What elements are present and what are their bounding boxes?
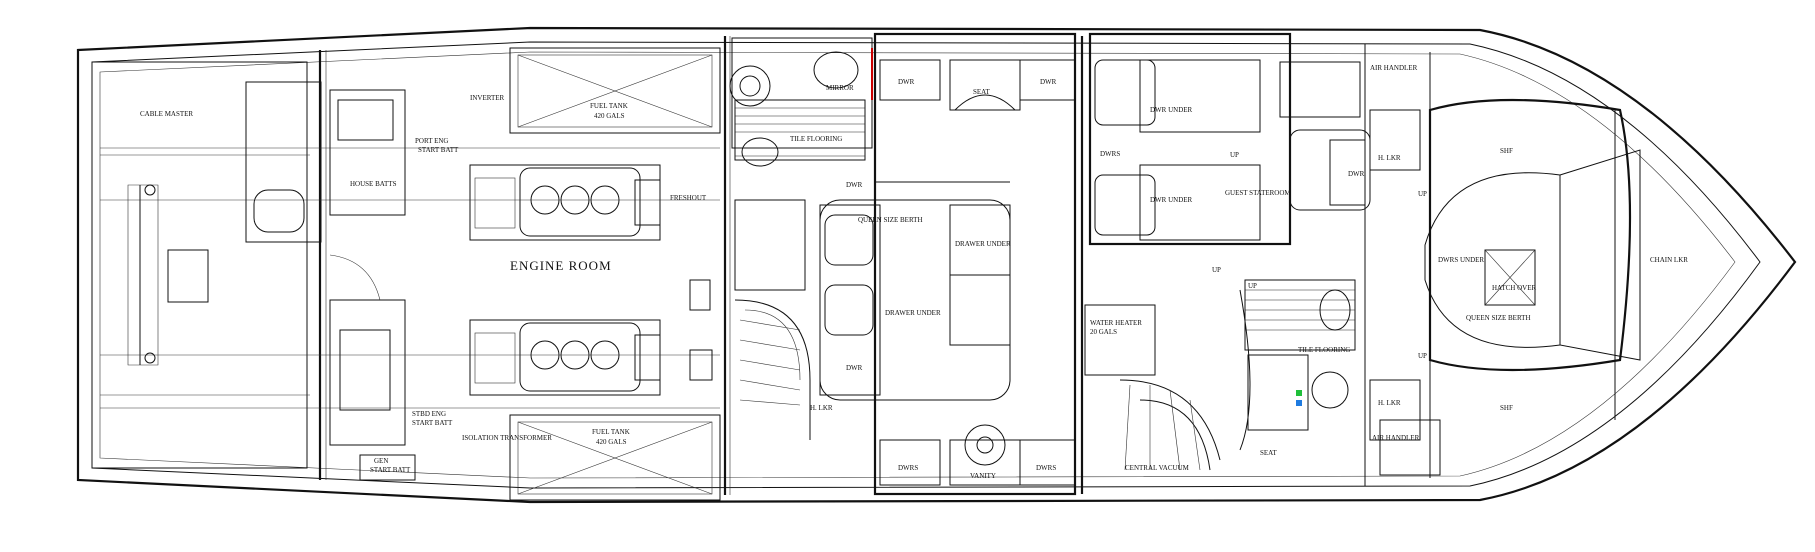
label-up-c: UP	[1248, 282, 1257, 290]
er-bulkhead	[689, 36, 731, 495]
label-dwrs-c: DWRS	[1100, 150, 1120, 158]
label-dwr-c: DWR	[846, 181, 863, 189]
water-heater-and-stairs	[1084, 289, 1251, 471]
label-fuel-tank-top: FUEL TANK	[590, 102, 628, 110]
engine-port	[469, 164, 661, 241]
label-hatch-over: HATCH OVER	[1492, 284, 1536, 292]
label-shf-bottom: SHF	[1500, 404, 1513, 412]
label-tile-flooring: TILE FLOORING	[790, 135, 842, 143]
bulkheads-fwd	[1080, 36, 1431, 494]
label-stbd-eng-start-2: START BATT	[412, 419, 453, 427]
label-water-heater: WATER HEATER	[1090, 319, 1142, 327]
label-dwrs-b: DWRS	[1036, 464, 1056, 472]
label-dwr-under-a: DWR UNDER	[1150, 106, 1193, 114]
label-chain-lkr: CHAIN LKR	[1650, 256, 1688, 264]
label-seat-b: SEAT	[1260, 449, 1277, 457]
air-handlers	[1279, 61, 1441, 476]
label-fuel-tank-bottom-2: 420 GALS	[596, 438, 627, 446]
label-port-eng-start: PORT ENG	[415, 137, 448, 145]
label-inverter: INVERTER	[470, 94, 505, 102]
master-stateroom	[819, 32, 1077, 496]
label-port-eng-start-2: START BATT	[418, 146, 459, 154]
label-dwr-b: DWR	[1040, 78, 1057, 86]
label-queen-berth-fwd: QUEEN SIZE BERTH	[1466, 314, 1531, 322]
label-dwr-d: DWR	[846, 364, 863, 372]
label-gen-start: GEN	[374, 457, 388, 465]
label-drawer-under-b: DRAWER UNDER	[885, 309, 941, 317]
label-dwr-a: DWR	[898, 78, 915, 86]
label-fuel-tank-bottom: FUEL TANK	[592, 428, 630, 436]
label-isolation-transformer: ISOLATION TRANSFORMER	[462, 434, 552, 442]
label-vanity: VANITY	[970, 472, 996, 480]
tile-floor-hatch	[734, 99, 866, 291]
label-up-e: UP	[1418, 352, 1427, 360]
aft-stairs	[734, 299, 811, 440]
forward-stateroom	[1424, 98, 1641, 420]
label-central-vacuum: CENTRAL VACUUM	[1125, 464, 1190, 472]
guest-stateroom	[1088, 32, 1371, 246]
label-water-heater-2: 20 GALS	[1090, 328, 1117, 336]
engine-stbd	[469, 319, 661, 396]
label-cable-master: CABLE MASTER	[140, 110, 193, 118]
forward-head	[1244, 279, 1356, 431]
fuel-tank-port	[509, 47, 721, 134]
label-up-d: UP	[1418, 190, 1427, 198]
label-stbd-eng-start: STBD ENG	[412, 410, 446, 418]
label-shf-top: SHF	[1500, 147, 1513, 155]
label-hlkr-b: H. LKR	[1378, 154, 1401, 162]
label-house-batts: HOUSE BATTS	[350, 180, 397, 188]
label-dwr-under-b: DWR UNDER	[1150, 196, 1193, 204]
label-engine-room: ENGINE ROOM	[510, 258, 612, 273]
label-hlkr-c: H. LKR	[1378, 399, 1401, 407]
label-tile-flooring-b: TILE FLOORING	[1298, 346, 1350, 354]
label-dwr-e: DWR	[1348, 170, 1365, 178]
transom	[91, 61, 310, 469]
label-up-b: UP	[1212, 266, 1221, 274]
shaft-lines	[100, 147, 720, 409]
label-mirror: MIRROR	[826, 84, 854, 92]
label-dwrs-a: DWRS	[898, 464, 918, 472]
aft-head	[729, 37, 873, 167]
label-seat-top: SEAT	[973, 88, 990, 96]
lazarette	[245, 50, 416, 481]
label-guest-stateroom: GUEST STATEROOM	[1225, 189, 1291, 197]
fuel-tank-stbd	[509, 414, 721, 501]
hull-outline	[76, 26, 1797, 504]
label-hlkr: H. LKR	[810, 404, 833, 412]
label-gen-start-2: START BATT	[370, 466, 411, 474]
label-fuel-tank-top-2: 420 GALS	[594, 112, 625, 120]
label-freshout: FRESHOUT	[670, 194, 707, 202]
label-drawer-under-a: DRAWER UNDER	[955, 240, 1011, 248]
label-dwrs-under: DWRS UNDER	[1438, 256, 1484, 264]
label-up-a: UP	[1230, 151, 1239, 159]
label-air-handler-top: AIR HANDLER	[1370, 64, 1418, 72]
label-queen-berth: QUEEN SIZE BERTH	[858, 216, 923, 224]
label-air-handler-bottom: AIR HANDLER	[1372, 434, 1420, 442]
